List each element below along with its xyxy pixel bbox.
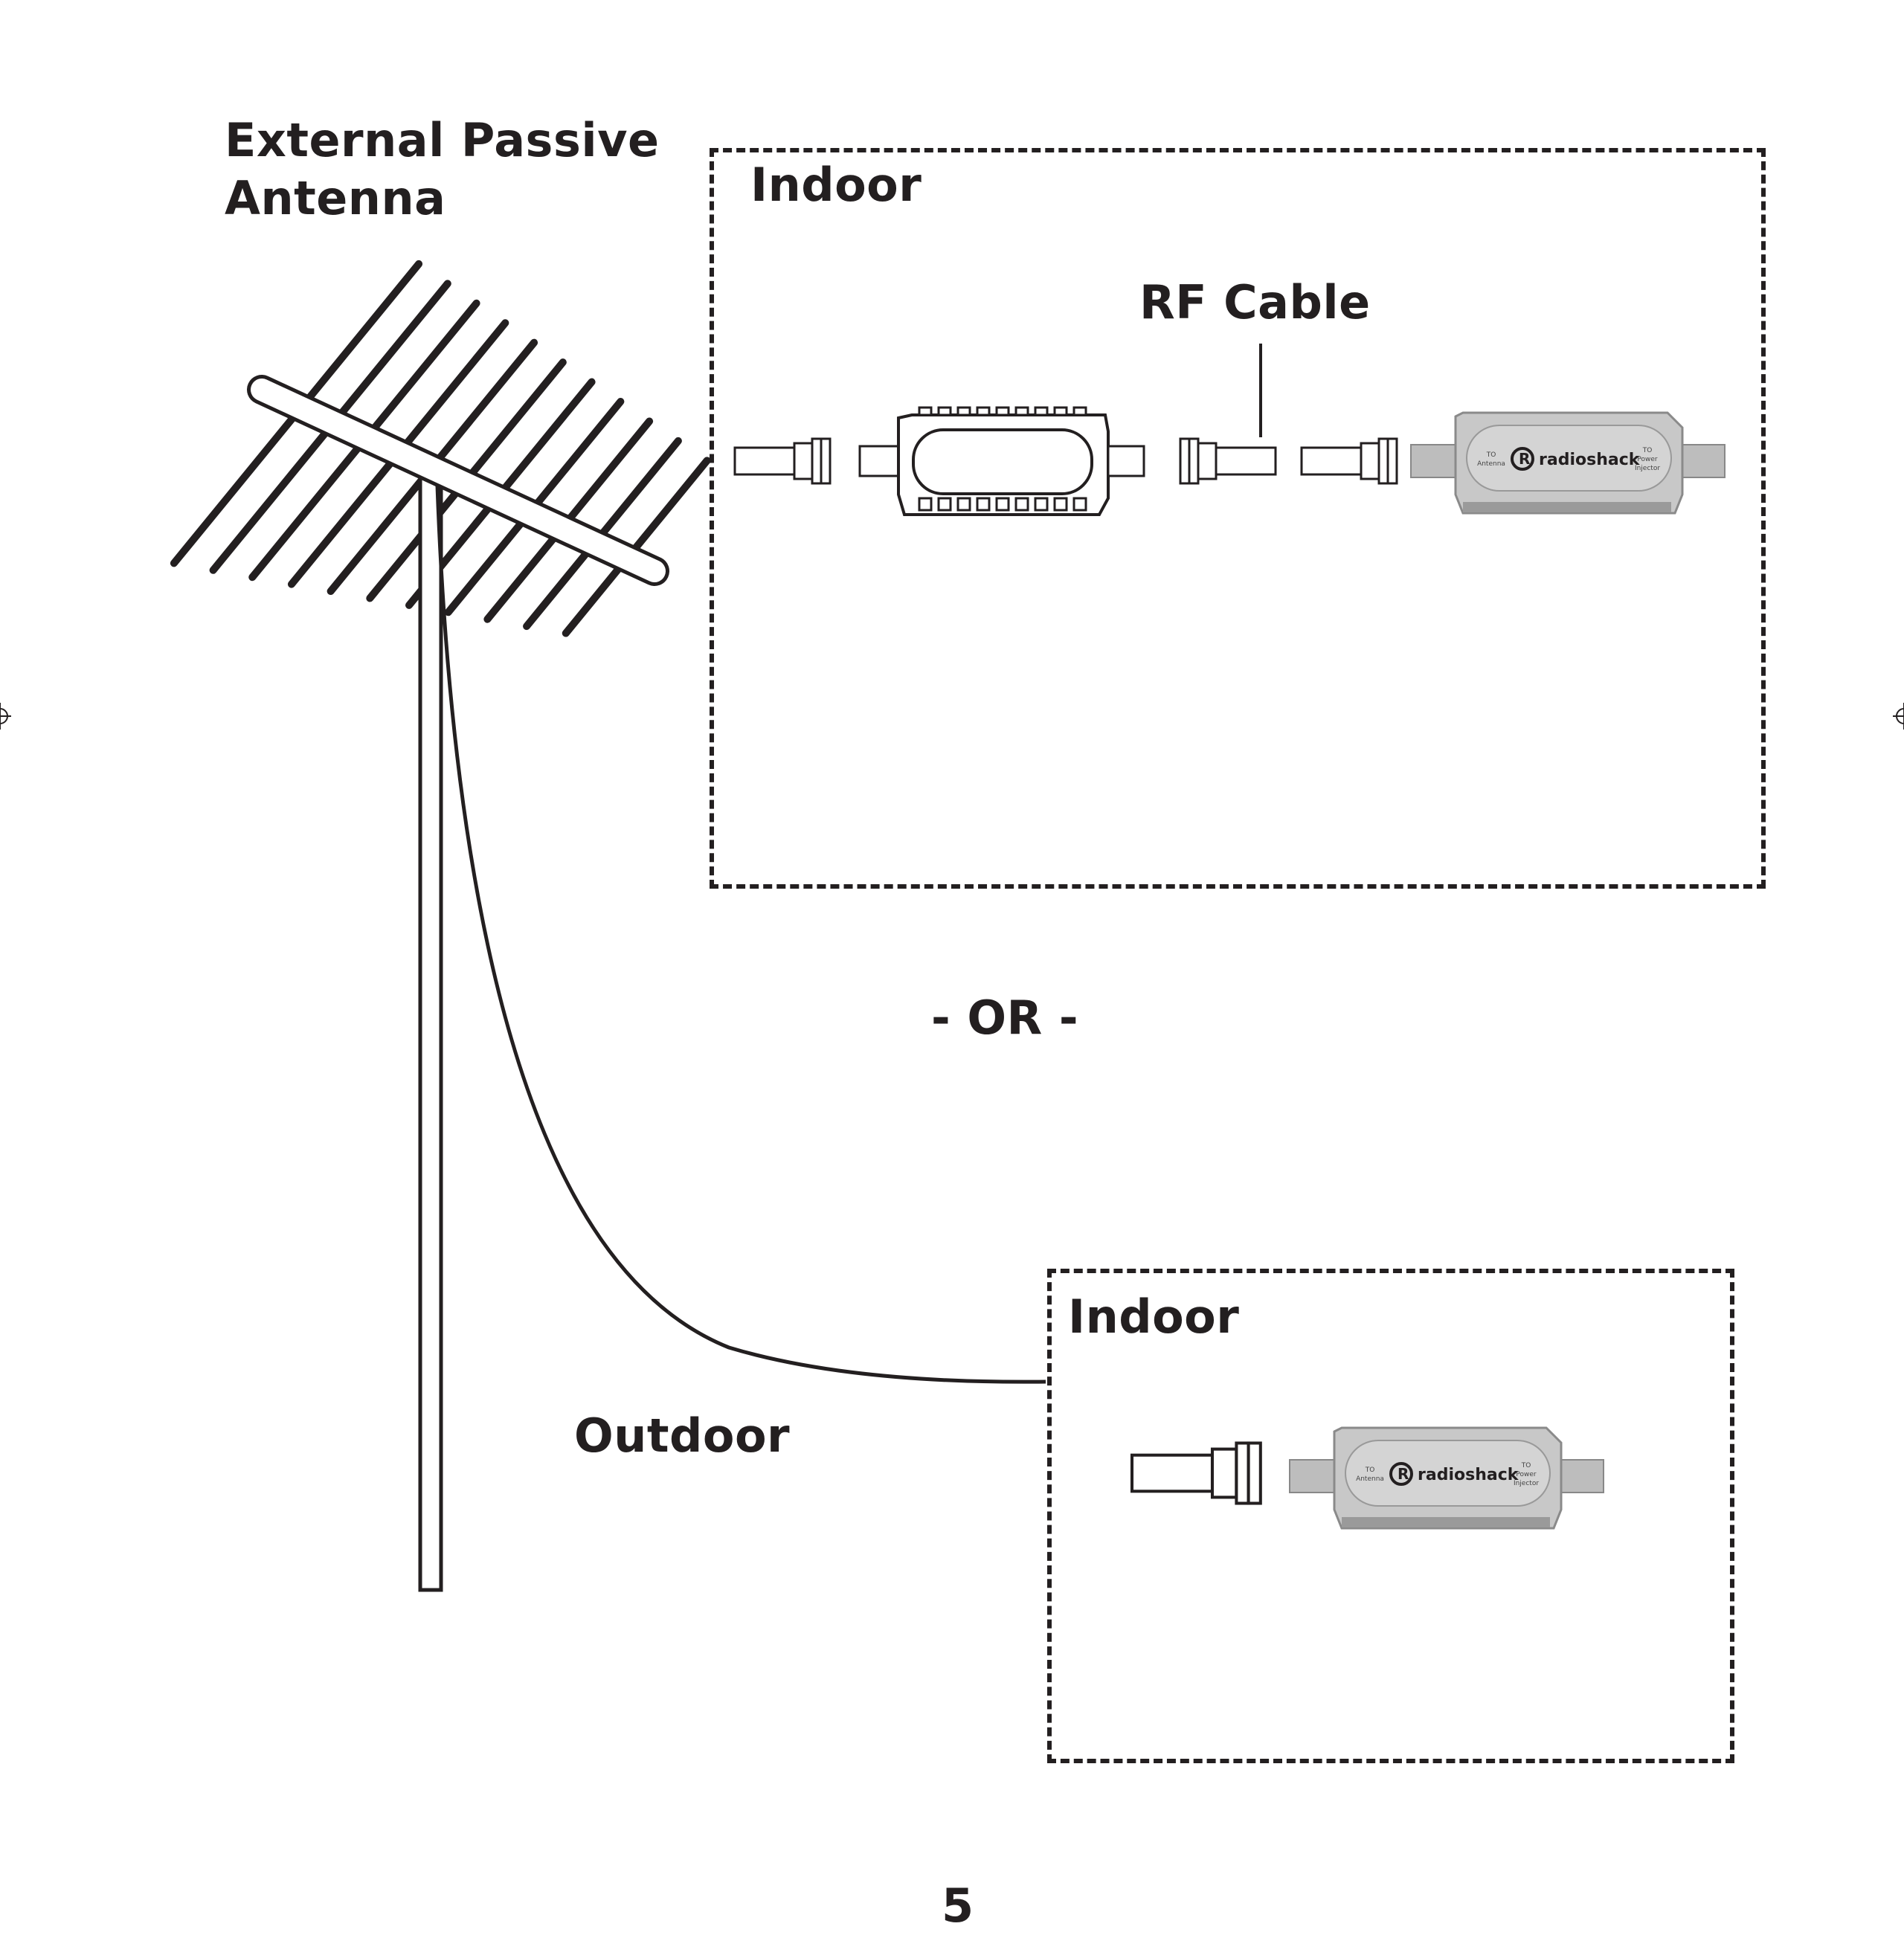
amplifier-fin: [1053, 497, 1068, 512]
outdoor-label: Outdoor: [574, 1408, 791, 1463]
indoor-box-top-title: Indoor: [750, 158, 922, 212]
amplifier-fin: [1034, 497, 1049, 512]
antenna-title-line2: Antenna: [225, 170, 446, 225]
svg-text:Antenna: Antenna: [1477, 460, 1505, 468]
rf-cable-outdoor: [435, 485, 1046, 1384]
amplifier-fin: [937, 497, 952, 512]
svg-text:Injector: Injector: [1635, 465, 1660, 472]
amplifier-fin: [1014, 406, 1029, 416]
rf-cable-label: RF Cable: [1139, 275, 1371, 329]
or-separator: - OR -: [931, 991, 1079, 1045]
amplifier-fin: [1072, 406, 1087, 416]
svg-text:Power: Power: [1637, 456, 1658, 463]
svg-text:R: R: [1519, 450, 1530, 468]
registration-mark-left: [0, 703, 11, 730]
amplifier-fin: [976, 497, 991, 512]
svg-text:R: R: [1398, 1465, 1409, 1483]
antenna-mast: [418, 474, 443, 1592]
indoor-box-bottom-title: Indoor: [1068, 1290, 1240, 1344]
svg-text:Power: Power: [1516, 1471, 1537, 1478]
amplifier-fin: [976, 406, 991, 416]
amplifier-fin: [995, 497, 1010, 512]
amplifier-fin: [918, 406, 933, 416]
radioshack-device-top: TO Antenna R radioshack TO Power Injecto…: [1409, 411, 1726, 515]
svg-text:radioshack: radioshack: [1539, 451, 1641, 469]
amplifier-fin: [937, 406, 952, 416]
svg-text:TO: TO: [1486, 451, 1496, 459]
antenna-title: External Passive Antenna: [225, 112, 660, 227]
svg-text:radioshack: radioshack: [1418, 1466, 1519, 1484]
page-number: 5: [942, 1878, 974, 1933]
amplifier-fin: [1053, 406, 1068, 416]
amplifier-fin: [956, 497, 971, 512]
amplifier-fin: [956, 406, 971, 416]
line-amplifier-outline: [858, 406, 1145, 516]
amplifier-fin: [995, 406, 1010, 416]
svg-text:Injector: Injector: [1514, 1480, 1539, 1487]
amplifier-fin: [1072, 497, 1087, 512]
svg-text:TO: TO: [1521, 1462, 1531, 1469]
antenna-title-line1: External Passive: [225, 113, 660, 167]
indoor-box-top: [710, 148, 1766, 889]
svg-text:TO: TO: [1642, 447, 1653, 454]
radioshack-device-bottom: TO Antenna R radioshack TO Power Injecto…: [1288, 1426, 1605, 1530]
svg-text:Antenna: Antenna: [1356, 1475, 1384, 1483]
indoor-box-bottom: [1047, 1269, 1734, 1763]
amplifier-fin: [1014, 497, 1029, 512]
amplifier-fin: [918, 497, 933, 512]
amplifier-fin: [1034, 406, 1049, 416]
svg-text:TO: TO: [1365, 1466, 1375, 1474]
registration-mark-right: [1893, 703, 1904, 730]
